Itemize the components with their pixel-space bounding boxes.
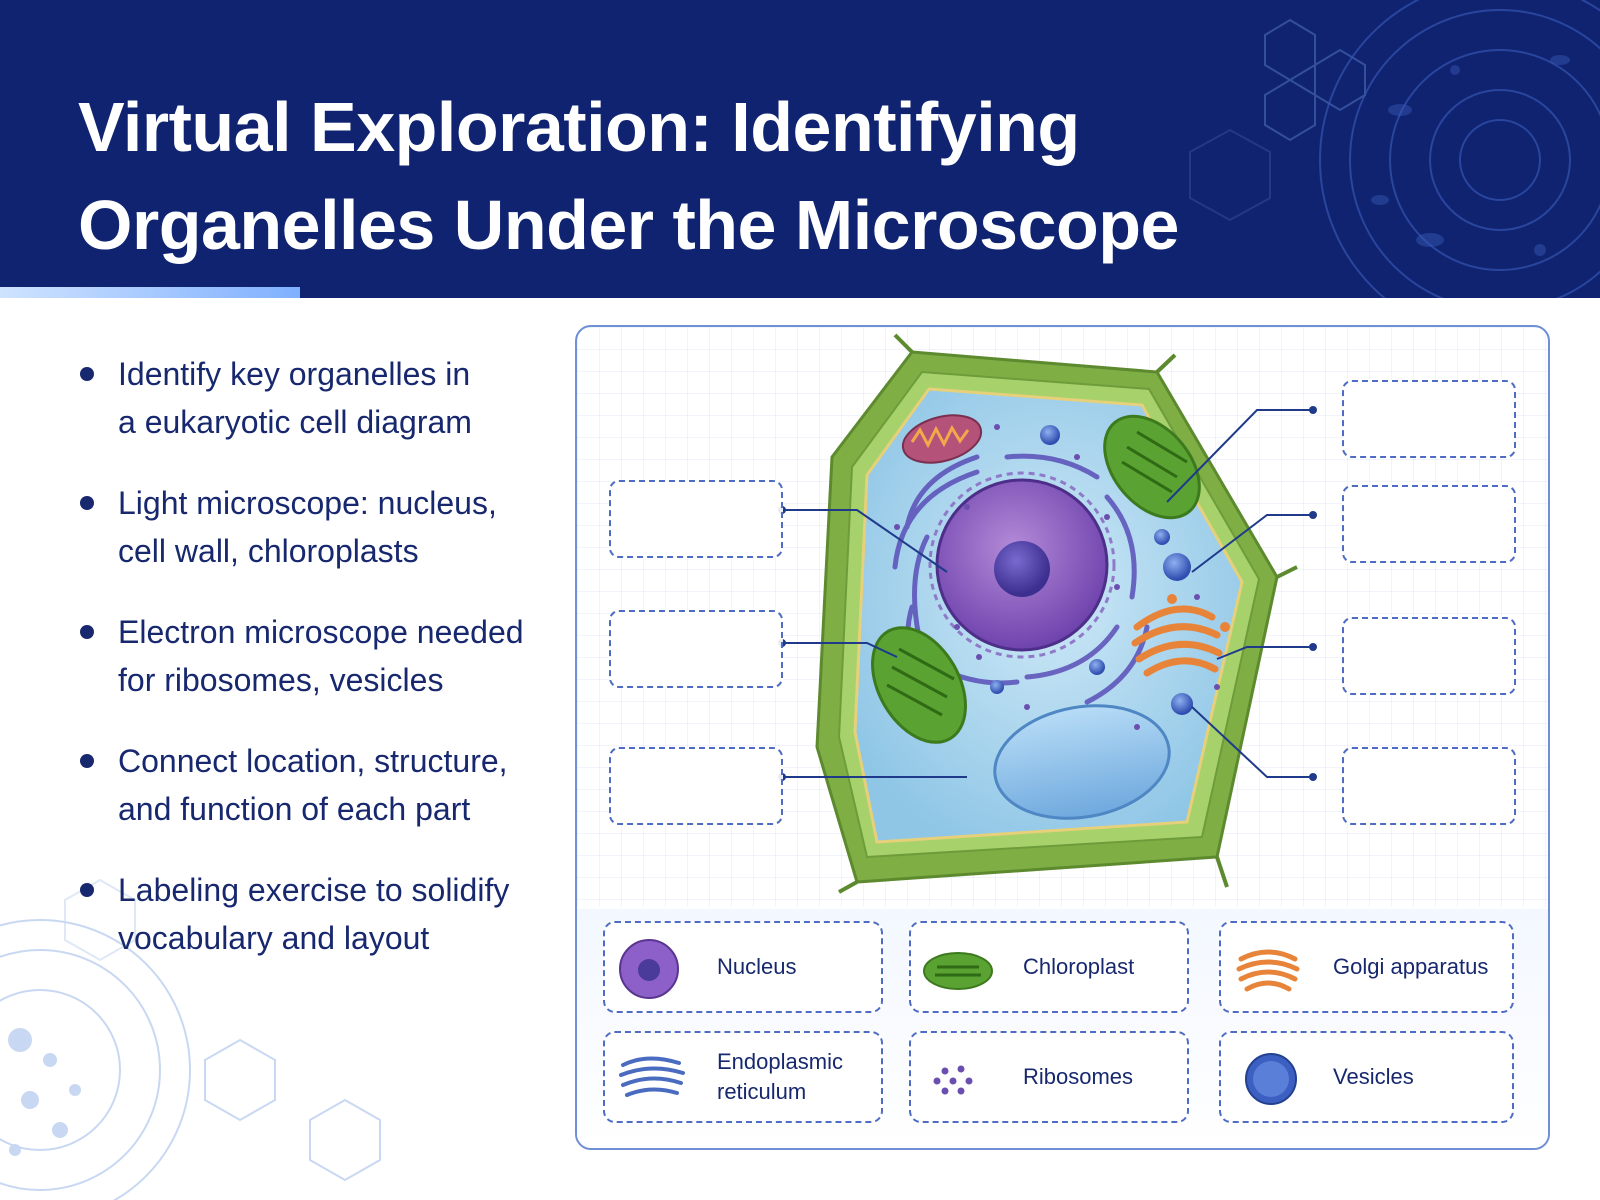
legend-label: Vesicles [1333, 1033, 1498, 1121]
bullet-item: Electron microscope needed for ribosomes… [78, 608, 558, 704]
legend-item-nucleus[interactable]: Nucleus [603, 921, 883, 1013]
bullet-line: Light microscope: nucleus, [118, 479, 558, 527]
bullet-dot-icon [80, 496, 94, 510]
legend-label: Endoplasmic reticulum [717, 1033, 882, 1121]
cell-diagram-panel: Nucleus Chloroplast Golgi apparatus [575, 325, 1550, 1150]
label-box-right-3[interactable] [1342, 617, 1516, 695]
legend-label: Chloroplast [1023, 923, 1188, 1011]
organelle-legend: Nucleus Chloroplast Golgi apparatus [577, 909, 1550, 1150]
legend-label: Golgi apparatus [1333, 923, 1513, 1011]
page-title: Virtual Exploration: Identifying Organel… [78, 78, 1328, 274]
bullet-line: a eukaryotic cell diagram [118, 398, 558, 446]
vesicle-icon [1233, 1047, 1303, 1111]
nucleolus [994, 541, 1050, 597]
bullet-line: Identify key organelles in [118, 350, 558, 398]
chloroplast-icon [923, 937, 993, 1001]
header-banner: Virtual Exploration: Identifying Organel… [0, 0, 1600, 298]
bullet-item: Light microscope: nucleus, cell wall, ch… [78, 479, 558, 575]
er-icon [617, 1047, 687, 1111]
bullet-line: Connect location, structure, [118, 737, 558, 785]
header-accent-strip [0, 287, 300, 298]
ribosome-icon [923, 1047, 993, 1111]
bullet-line: for ribosomes, vesicles [118, 656, 558, 704]
label-box-left-2[interactable] [609, 610, 783, 688]
nucleus-icon [617, 937, 687, 1001]
label-box-right-4[interactable] [1342, 747, 1516, 825]
label-box-right-2[interactable] [1342, 485, 1516, 563]
bullet-list: Identify key organelles in a eukaryotic … [78, 350, 558, 995]
legend-item-golgi[interactable]: Golgi apparatus [1219, 921, 1514, 1013]
bullet-line: cell wall, chloroplasts [118, 527, 558, 575]
bullet-dot-icon [80, 883, 94, 897]
bullet-line: Electron microscope needed [118, 608, 558, 656]
bullet-line: Labeling exercise to solidify [118, 866, 558, 914]
legend-item-chloroplast[interactable]: Chloroplast [909, 921, 1189, 1013]
title-line-1: Virtual Exploration: Identifying [78, 78, 1328, 176]
bullet-dot-icon [80, 754, 94, 768]
legend-label: Ribosomes [1023, 1033, 1188, 1121]
bullet-item: Connect location, structure, and functio… [78, 737, 558, 833]
golgi-icon [1233, 937, 1303, 1001]
label-box-left-3[interactable] [609, 747, 783, 825]
bullet-line: vocabulary and layout [118, 914, 558, 962]
bullet-dot-icon [80, 367, 94, 381]
bullet-line: and function of each part [118, 785, 558, 833]
label-box-left-1[interactable] [609, 480, 783, 558]
label-box-right-1[interactable] [1342, 380, 1516, 458]
bullet-item: Identify key organelles in a eukaryotic … [78, 350, 558, 446]
legend-item-endoplasmic-reticulum[interactable]: Endoplasmic reticulum [603, 1031, 883, 1123]
legend-item-vesicles[interactable]: Vesicles [1219, 1031, 1514, 1123]
bullet-dot-icon [80, 625, 94, 639]
legend-item-ribosomes[interactable]: Ribosomes [909, 1031, 1189, 1123]
title-line-2: Organelles Under the Microscope [78, 176, 1328, 274]
legend-label: Nucleus [717, 923, 882, 1011]
bullet-item: Labeling exercise to solidify vocabulary… [78, 866, 558, 962]
